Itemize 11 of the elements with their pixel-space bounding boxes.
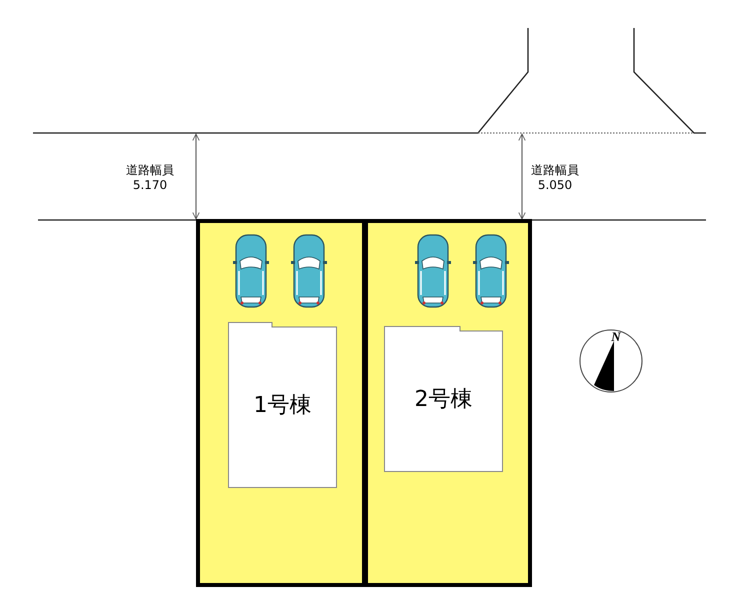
building-outline [228,322,337,488]
road-width-label: 道路幅員 [126,163,174,177]
lot-box [196,219,366,587]
building-outline [384,326,503,472]
lot-box [364,219,532,587]
north-label: N [611,330,621,344]
road-width-label: 道路幅員 [531,163,579,177]
building-label: 1号棟 [252,392,312,420]
dimension-value: 5.170 [132,178,168,192]
building-label: 2号棟 [414,386,474,414]
dimension-value: 5.050 [538,178,572,192]
